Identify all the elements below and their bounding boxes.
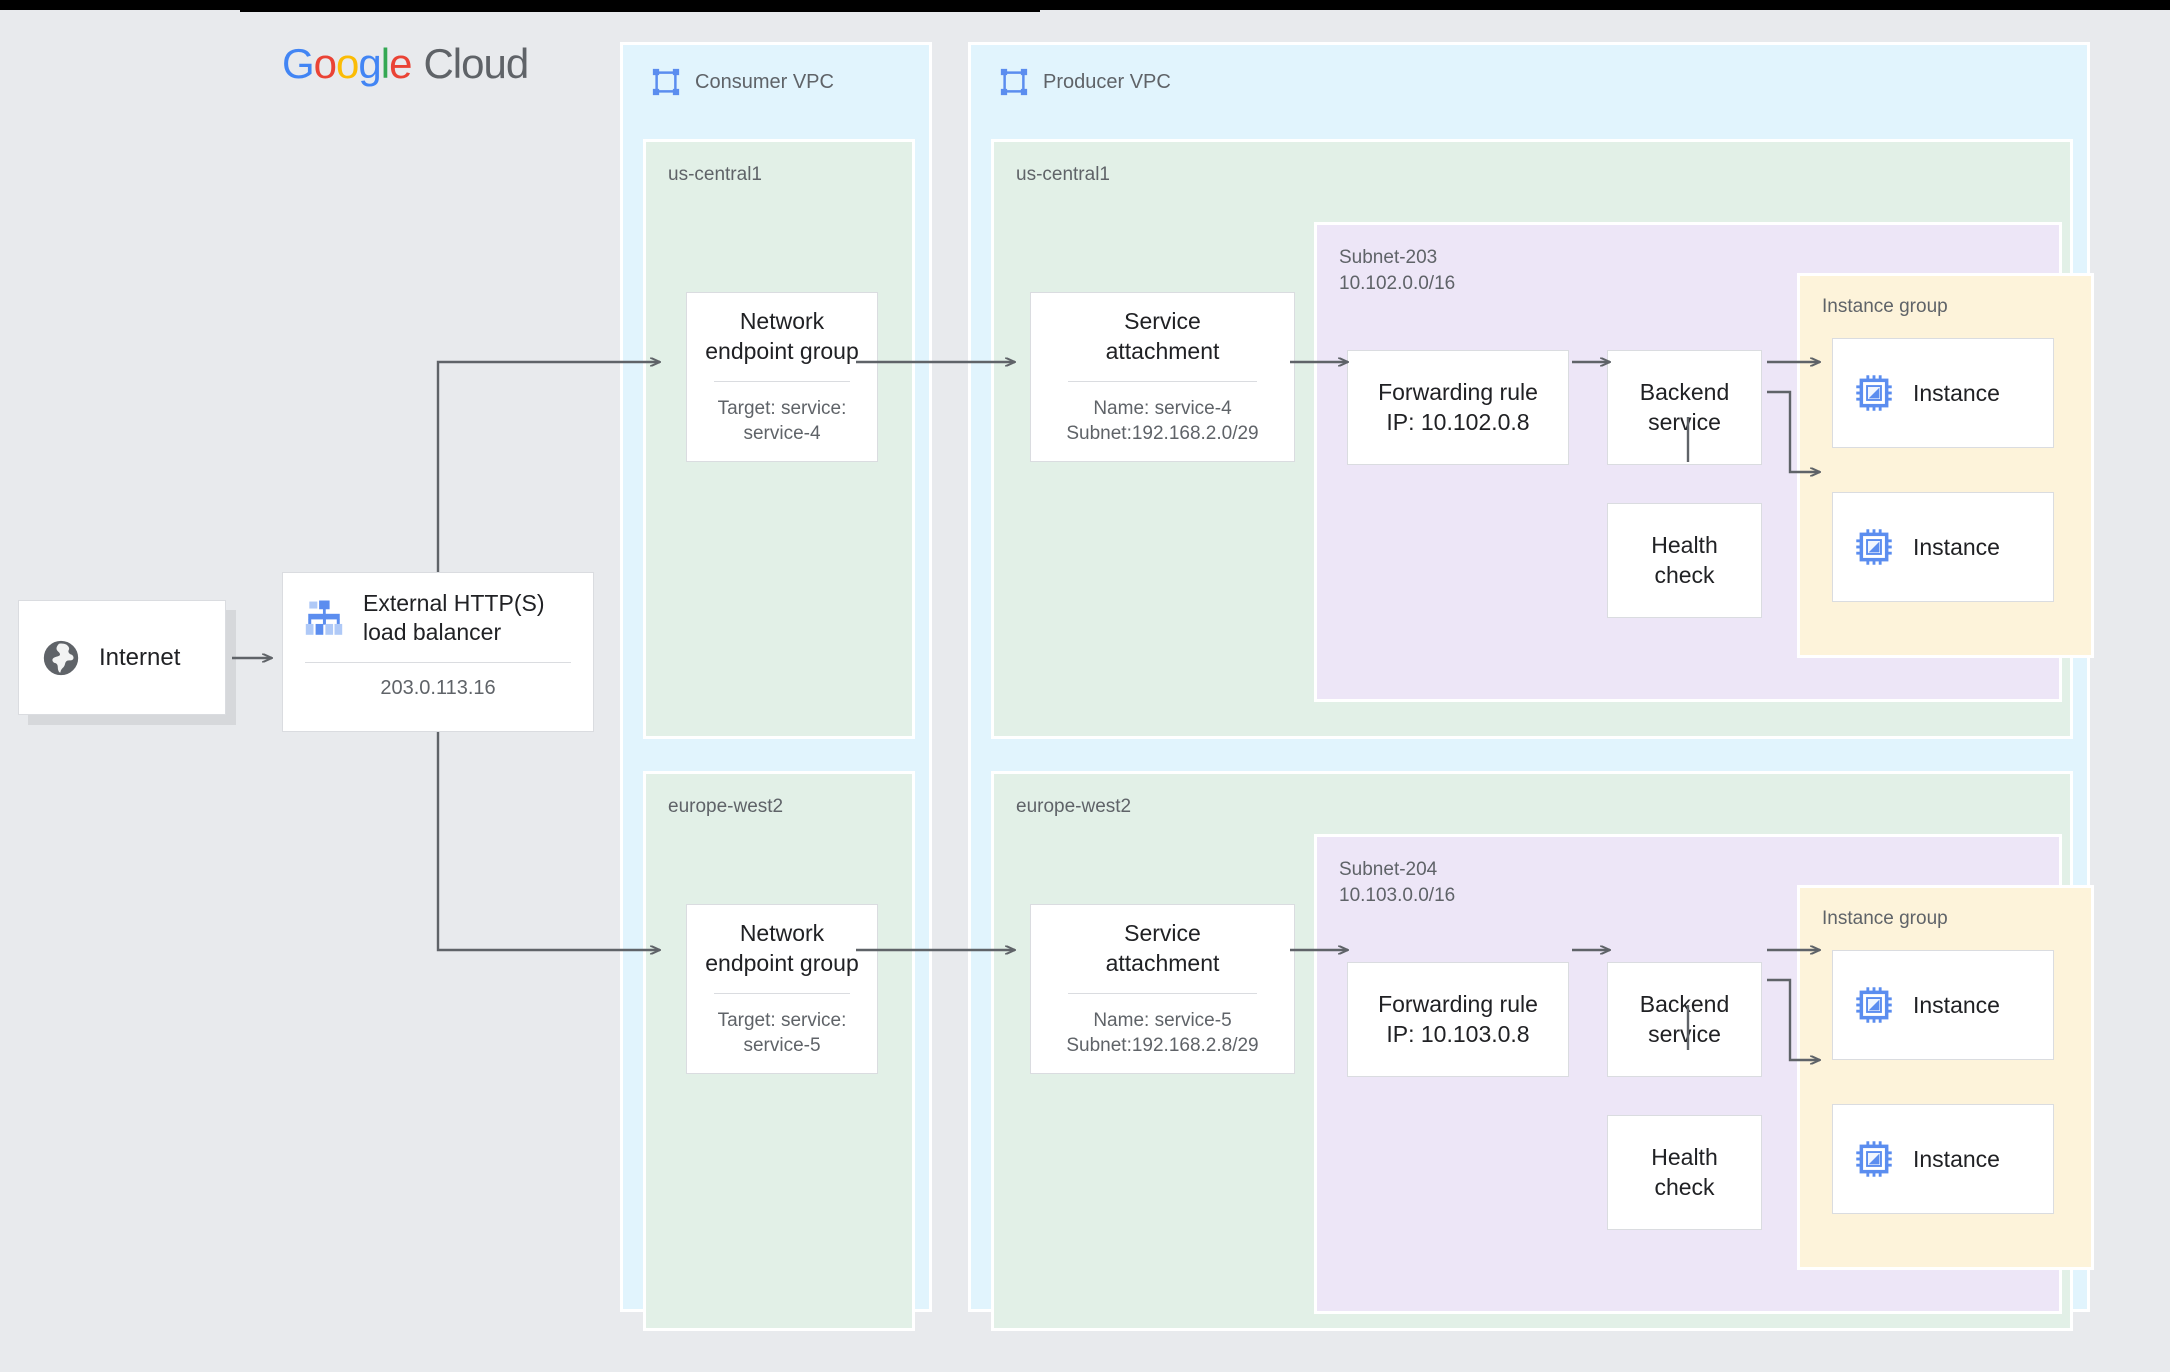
backend-service-text-1: Backend service [1639, 990, 1730, 1047]
health-check-text-1: Health check [1651, 1143, 1718, 1200]
subnet-203-label: Subnet-203 10.102.0.0/16 [1339, 247, 1456, 294]
globe-icon [43, 640, 79, 675]
neg-divider-1 [713, 992, 851, 994]
backend-service-us-central1[interactable]: Backend service [1607, 350, 1762, 465]
load-balancer-divider [305, 661, 571, 663]
service-attachment-sub-1: Name: service-5 Subnet:192.168.2.8/29 [1066, 1009, 1259, 1057]
forwarding-rule-text-0: Forwarding rule IP: 10.102.0.8 [1378, 378, 1538, 435]
consumer-region-us-central1: us-central1 Network endpoint group Targe… [643, 139, 915, 739]
consumer-region-label-1: europe-west2 [668, 796, 784, 817]
logo-letter-o1: o [313, 40, 337, 87]
forwarding-rule-text-1: Forwarding rule IP: 10.103.0.8 [1378, 990, 1538, 1047]
health-check-europe-west2[interactable]: Health check [1607, 1115, 1762, 1230]
instance-label-0-1: Instance [1913, 533, 2000, 560]
neg-divider-0 [713, 380, 851, 382]
instance-us-central1-2[interactable]: Instance [1832, 492, 2054, 602]
neg-sub-0: Target: service: service-4 [717, 397, 847, 445]
vpc-icon [652, 68, 680, 96]
subnet-204-label: Subnet-204 10.103.0.0/16 [1339, 859, 1456, 906]
subnet-203-container: Subnet-203 10.102.0.0/16 Forwarding rule… [1314, 222, 2094, 702]
producer-vpc-header: Producer VPC [999, 67, 1171, 97]
instance-label-1-0: Instance [1913, 991, 2000, 1018]
service-attachment-divider-1 [1067, 992, 1258, 994]
consumer-region-europe-west2: europe-west2 Network endpoint group Targ… [643, 771, 915, 1331]
load-balancer-ip: 203.0.113.16 [380, 676, 496, 699]
vm-instance-icon [1856, 375, 1892, 411]
logo-letter-g1: G [282, 40, 315, 87]
service-attachment-europe-west2[interactable]: Service attachment Name: service-5 Subne… [1030, 904, 1295, 1074]
backend-service-text-0: Backend service [1639, 378, 1730, 435]
consumer-region-label-0: us-central1 [668, 164, 762, 185]
instance-group-europe-west2: Instance group [1797, 885, 2094, 1270]
network-endpoint-group-us-central1[interactable]: Network endpoint group Target: service: … [686, 292, 878, 462]
vm-instance-icon [1856, 987, 1892, 1023]
top-black-bar-notch [240, 0, 1040, 12]
producer-region-us-central1: us-central1 Service attachment Name: ser… [991, 139, 2094, 739]
internet-node[interactable]: Internet [18, 600, 226, 715]
instance-europe-west2-2[interactable]: Instance [1832, 1104, 2054, 1214]
service-attachment-divider-0 [1067, 380, 1258, 382]
subnet-204-container: Subnet-204 10.103.0.0/16 Forwarding rule… [1314, 834, 2094, 1314]
health-check-us-central1[interactable]: Health check [1607, 503, 1762, 618]
network-endpoint-group-europe-west2[interactable]: Network endpoint group Target: service: … [686, 904, 878, 1074]
instance-label-0-0: Instance [1913, 379, 2000, 406]
logo-letter-o2: o [336, 40, 359, 87]
service-attachment-title-1: Service attachment [1105, 919, 1220, 976]
producer-vpc-title: Producer VPC [1043, 70, 1171, 93]
neg-title-0: Network endpoint group [705, 307, 859, 364]
instance-europe-west2-1[interactable]: Instance [1832, 950, 2054, 1060]
producer-region-label-1: europe-west2 [1016, 796, 1132, 817]
vm-instance-icon [1856, 529, 1892, 565]
forwarding-rule-europe-west2[interactable]: Forwarding rule IP: 10.103.0.8 [1347, 962, 1569, 1077]
instance-group-label-1: Instance group [1822, 908, 1948, 929]
consumer-vpc-header: Consumer VPC [651, 67, 834, 97]
service-attachment-sub-0: Name: service-4 Subnet:192.168.2.0/29 [1066, 397, 1259, 445]
health-check-text-0: Health check [1651, 531, 1718, 588]
producer-vpc-container: Producer VPC us-central1 Service attachm… [968, 42, 2094, 1331]
backend-service-europe-west2[interactable]: Backend service [1607, 962, 1762, 1077]
instance-group-us-central1: Instance group [1797, 273, 2094, 658]
vpc-icon [1000, 68, 1028, 96]
forwarding-rule-us-central1[interactable]: Forwarding rule IP: 10.102.0.8 [1347, 350, 1569, 465]
service-attachment-title-0: Service attachment [1105, 307, 1220, 364]
load-balancer-title: External HTTP(S) load balancer [363, 590, 545, 646]
vm-instance-icon [1856, 1141, 1892, 1177]
neg-title-1: Network endpoint group [705, 919, 859, 976]
external-http-load-balancer[interactable]: External HTTP(S) load balancer 203.0.113… [282, 572, 594, 732]
consumer-vpc-container: Consumer VPC us-central1 Network endpoin… [620, 42, 932, 1331]
consumer-vpc-title: Consumer VPC [695, 70, 834, 93]
load-balancer-icon [305, 600, 343, 636]
internet-label: Internet [99, 643, 181, 671]
logo-letter-e: e [389, 40, 412, 87]
neg-sub-1: Target: service: service-5 [717, 1009, 847, 1057]
instance-us-central1-1[interactable]: Instance [1832, 338, 2054, 448]
logo-word-cloud: Cloud [423, 40, 529, 87]
logo-letter-g2: g [358, 40, 381, 87]
service-attachment-us-central1[interactable]: Service attachment Name: service-4 Subne… [1030, 292, 1295, 462]
producer-region-label-0: us-central1 [1016, 164, 1110, 185]
load-balancer-header: External HTTP(S) load balancer [283, 573, 593, 648]
top-black-bar [0, 0, 2170, 10]
instance-group-label-0: Instance group [1822, 296, 1948, 317]
instance-label-1-1: Instance [1913, 1145, 2000, 1172]
logo-letter-l: l [380, 40, 390, 87]
producer-region-europe-west2: europe-west2 Service attachment Name: se… [991, 771, 2094, 1331]
